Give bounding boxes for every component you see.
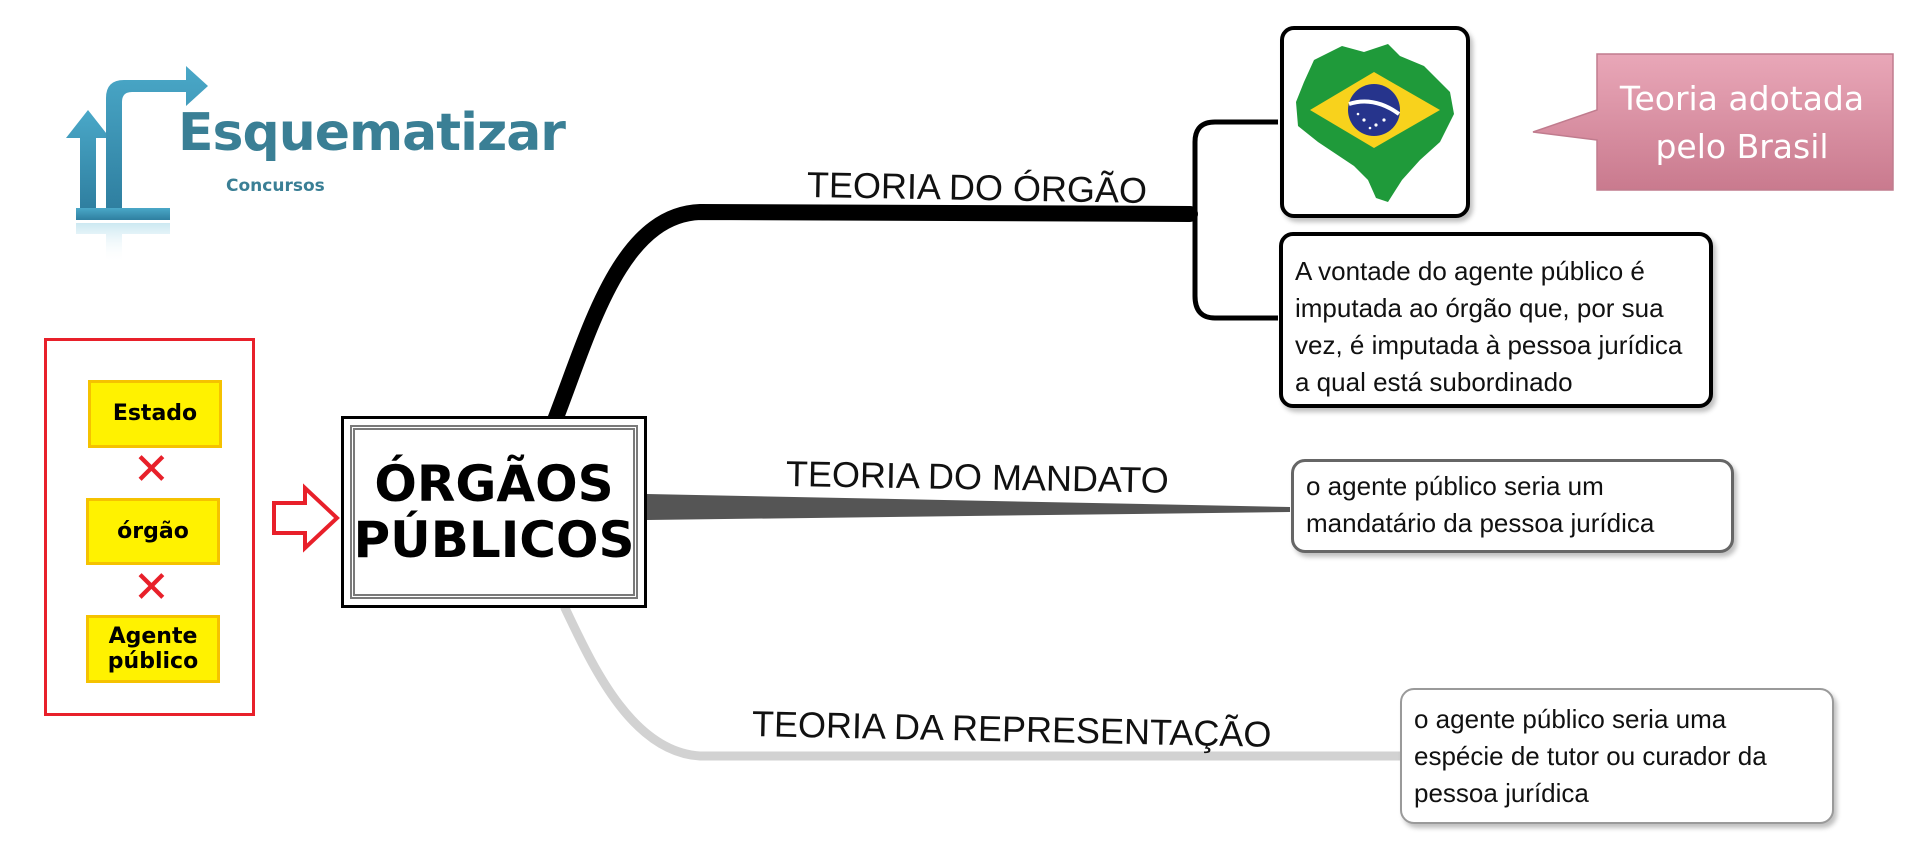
desc-teoria-orgao: A vontade do agente público é imputada a… (1279, 232, 1713, 408)
branch-mandato-line (647, 494, 1290, 520)
branch-label-teoria-orgao: TEORIA DO ÓRGÃO (806, 164, 1148, 211)
right-arrow-outline-icon (272, 483, 340, 553)
branch-orgao-bracket (1192, 119, 1278, 321)
desc-teoria-representacao: o agente público seria uma espécie de tu… (1400, 688, 1834, 824)
separator-x-icon: ✕ (133, 562, 170, 613)
branch-label-teoria-mandato: TEORIA DO MANDATO (785, 453, 1170, 501)
central-title: ÓRGÃOS PÚBLICOS (353, 455, 635, 569)
separator-x-icon: ✕ (133, 444, 170, 495)
brazil-flag-map-icon (1280, 26, 1470, 218)
esquematizar-logo (66, 66, 208, 263)
desc-teoria-mandato: o agente público seria um mandatário da … (1291, 459, 1734, 553)
logo-title: Esquematizar (178, 103, 566, 163)
branch-representacao-line (560, 603, 1405, 761)
box-estado: Estado (88, 380, 222, 448)
central-node-frame: ÓRGÃOS PÚBLICOS (350, 425, 638, 599)
callout-bubble (1532, 53, 1894, 191)
logo-subtitle: Concursos (226, 176, 325, 196)
left-panel-frame (44, 338, 255, 716)
central-node: ÓRGÃOS PÚBLICOS (341, 416, 647, 608)
callout-text: Teoria adotada pelo Brasil (1619, 79, 1865, 166)
box-orgao: órgão (86, 498, 220, 565)
branch-orgao-line (547, 203, 1198, 428)
box-agente-publico: Agente público (86, 615, 220, 683)
